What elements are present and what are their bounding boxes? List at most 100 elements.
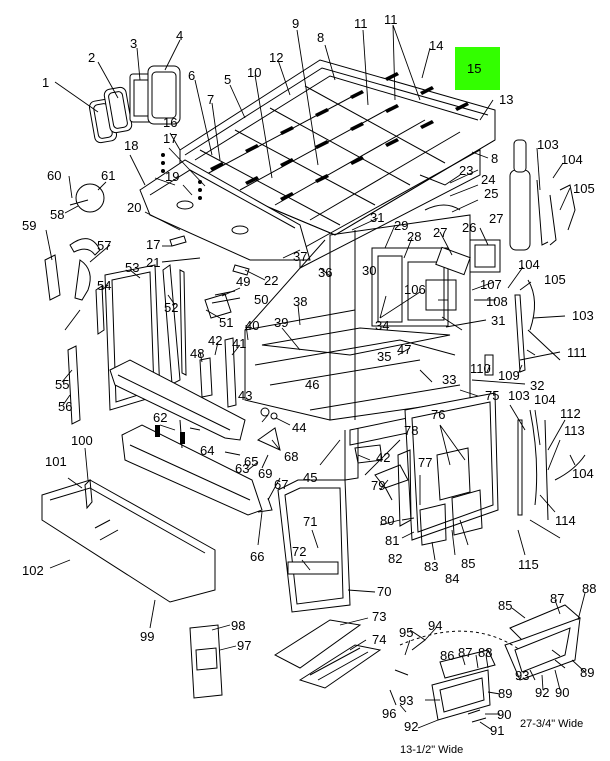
callout-102[interactable]: 102	[22, 563, 44, 578]
callout-104-low[interactable]: 104	[534, 392, 556, 407]
callout-77[interactable]: 77	[418, 455, 432, 470]
callout-37[interactable]: 37	[293, 249, 307, 264]
callout-71[interactable]: 71	[303, 514, 317, 529]
callout-70[interactable]: 70	[377, 584, 391, 599]
callout-31-lower[interactable]: 31	[491, 313, 505, 328]
highlighted-part-box[interactable]	[455, 47, 500, 90]
callout-11-a[interactable]: 11	[354, 16, 368, 31]
callout-92-wide[interactable]: 92	[535, 685, 549, 700]
callout-115[interactable]: 115	[518, 557, 539, 572]
callout-11-b[interactable]: 11	[384, 12, 398, 27]
callout-79[interactable]: 79	[371, 478, 385, 493]
callout-97[interactable]: 97	[237, 638, 251, 653]
callout-104-mid[interactable]: 104	[518, 257, 540, 272]
callout-58[interactable]: 58	[50, 207, 64, 222]
callout-12[interactable]: 12	[269, 50, 283, 65]
callout-33[interactable]: 33	[442, 372, 456, 387]
callout-13[interactable]: 13	[499, 92, 513, 107]
callout-47[interactable]: 47	[397, 342, 411, 357]
callout-78[interactable]: 78	[404, 423, 418, 438]
callout-76[interactable]: 76	[431, 407, 445, 422]
callout-66[interactable]: 66	[250, 549, 264, 564]
callout-67[interactable]: 67	[274, 477, 288, 492]
callout-21[interactable]: 21	[146, 255, 160, 270]
callout-52[interactable]: 52	[164, 300, 178, 315]
callout-93-wide[interactable]: 93	[515, 668, 529, 683]
callout-104-bottom[interactable]: 104	[572, 466, 594, 481]
callout-28[interactable]: 28	[407, 229, 421, 244]
callout-86[interactable]: 86	[440, 648, 454, 663]
callout-7[interactable]: 7	[207, 92, 214, 107]
callout-73[interactable]: 73	[372, 609, 386, 624]
callout-105-mid[interactable]: 105	[544, 272, 566, 287]
callout-87-narrow[interactable]: 87	[458, 645, 472, 660]
callout-101[interactable]: 101	[45, 454, 67, 469]
callout-84[interactable]: 84	[445, 571, 459, 586]
callout-88-narrow[interactable]: 88	[478, 645, 492, 660]
callout-5[interactable]: 5	[224, 72, 231, 87]
callout-72[interactable]: 72	[292, 544, 306, 559]
callout-100[interactable]: 100	[71, 433, 93, 448]
callout-85-window[interactable]: 85	[498, 598, 512, 613]
callout-68[interactable]: 68	[284, 449, 298, 464]
callout-105-top[interactable]: 105	[573, 181, 595, 196]
callout-104-top[interactable]: 104	[561, 152, 583, 167]
callout-46[interactable]: 46	[305, 377, 319, 392]
callout-27-lower[interactable]: 27	[433, 225, 447, 240]
callout-3[interactable]: 3	[130, 36, 137, 51]
callout-99[interactable]: 99	[140, 629, 154, 644]
callout-106[interactable]: 106	[404, 282, 426, 297]
callout-22[interactable]: 22	[264, 273, 278, 288]
callout-19[interactable]: 19	[165, 169, 179, 184]
callout-2[interactable]: 2	[88, 50, 95, 65]
callout-110[interactable]: 110	[470, 361, 491, 376]
callout-8-right[interactable]: 8	[491, 151, 498, 166]
callout-89-wide[interactable]: 89	[580, 665, 594, 680]
callout-32[interactable]: 32	[530, 378, 544, 393]
callout-91[interactable]: 91	[490, 723, 504, 738]
callout-34[interactable]: 34	[375, 318, 389, 333]
callout-111[interactable]: 111	[567, 345, 587, 360]
callout-65[interactable]: 65	[244, 454, 258, 469]
callout-81[interactable]: 81	[385, 533, 399, 548]
callout-87-wide[interactable]: 87	[550, 591, 564, 606]
callout-36[interactable]: 36	[318, 265, 332, 280]
callout-24[interactable]: 24	[481, 172, 495, 187]
callout-20[interactable]: 20	[127, 200, 141, 215]
callout-95[interactable]: 95	[399, 625, 413, 640]
callout-62[interactable]: 62	[153, 410, 167, 425]
callout-39[interactable]: 39	[274, 315, 288, 330]
callout-16[interactable]: 16	[163, 115, 177, 130]
callout-63[interactable]: 63	[235, 461, 249, 476]
callout-27-upper[interactable]: 27	[489, 211, 503, 226]
callout-23[interactable]: 23	[459, 163, 473, 178]
callout-56[interactable]: 56	[58, 399, 72, 414]
callout-15[interactable]: 15	[467, 61, 481, 76]
callout-92-narrow[interactable]: 92	[404, 719, 418, 734]
callout-8-top[interactable]: 8	[317, 30, 324, 45]
callout-18[interactable]: 18	[124, 138, 138, 153]
callout-26[interactable]: 26	[462, 220, 476, 235]
callout-82[interactable]: 82	[388, 551, 402, 566]
callout-29[interactable]: 29	[394, 218, 408, 233]
callout-98[interactable]: 98	[231, 618, 245, 633]
callout-53[interactable]: 53	[125, 260, 139, 275]
callout-1[interactable]: 1	[42, 75, 49, 90]
callout-88-wide[interactable]: 88	[582, 581, 596, 596]
callout-14[interactable]: 14	[429, 38, 443, 53]
callout-112[interactable]: 112	[560, 406, 581, 421]
callout-90-wide[interactable]: 90	[555, 685, 569, 700]
callout-17-lower[interactable]: 17	[146, 237, 160, 252]
callout-45[interactable]: 45	[303, 470, 317, 485]
callout-96[interactable]: 96	[382, 706, 396, 721]
callout-103-mid[interactable]: 103	[572, 308, 594, 323]
callout-83[interactable]: 83	[424, 559, 438, 574]
callout-108[interactable]: 108	[486, 294, 508, 309]
callout-30[interactable]: 30	[362, 263, 376, 278]
callout-54[interactable]: 54	[97, 278, 111, 293]
callout-75[interactable]: 75	[485, 388, 499, 403]
callout-4[interactable]: 4	[176, 28, 183, 43]
callout-55[interactable]: 55	[55, 377, 69, 392]
callout-17-upper[interactable]: 17	[163, 131, 177, 146]
callout-103-top[interactable]: 103	[537, 137, 559, 152]
